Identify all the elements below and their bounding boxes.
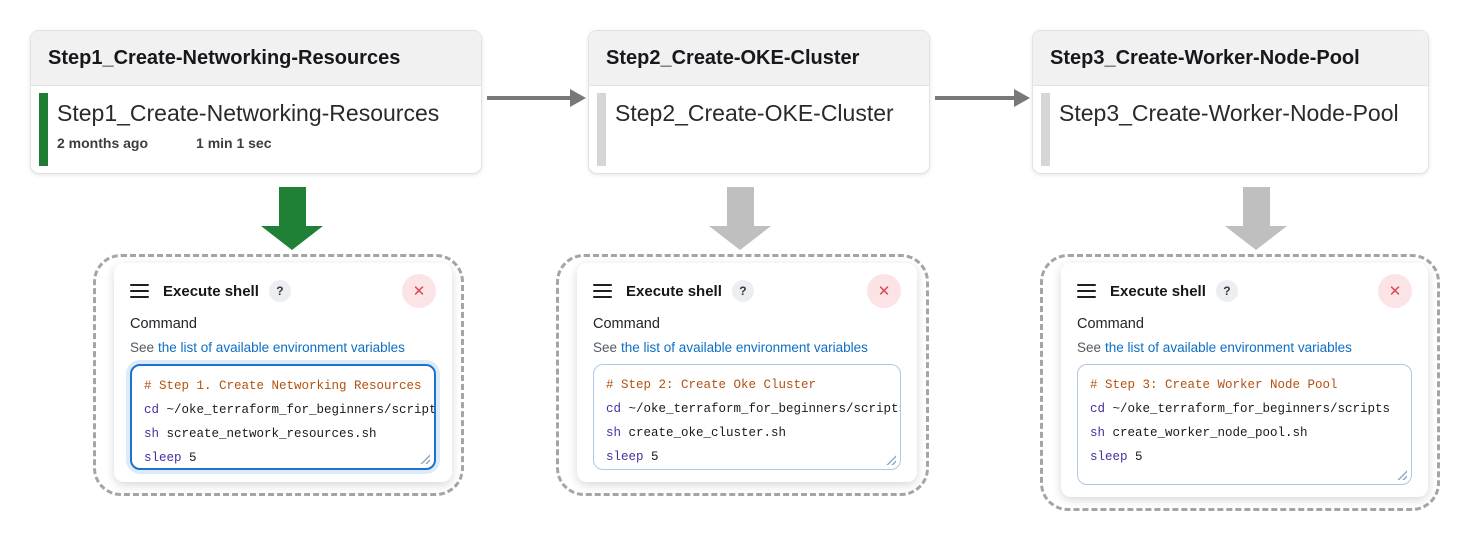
delete-step-button[interactable]: ✕	[867, 274, 901, 308]
down-arrow-gray-icon	[1225, 187, 1287, 250]
code-keyword: sleep	[606, 450, 644, 464]
command-label: Command	[593, 316, 660, 332]
code-comment: # Step 1. Create Networking Resources	[144, 379, 422, 393]
run-status-bar-pending	[1041, 93, 1050, 166]
see-text: See	[593, 340, 618, 355]
command-label: Command	[1077, 316, 1144, 332]
run-status-bar-pending	[597, 93, 606, 166]
code-text: ~/oke_terraform_for_beginners/scripts	[159, 403, 436, 417]
delete-step-button[interactable]: ✕	[402, 274, 436, 308]
stage-run-cell[interactable]: Step1_Create-Networking-Resources 2 mont…	[31, 86, 481, 173]
stage-run-title: Step2_Create-OKE-Cluster	[615, 100, 894, 126]
code-keyword: cd	[144, 403, 160, 417]
code-text: ~/oke_terraform_for_beginners/scripts	[621, 402, 901, 416]
code-keyword: cd	[1090, 402, 1106, 416]
resize-handle-icon[interactable]	[1396, 469, 1407, 480]
code-keyword: cd	[606, 402, 622, 416]
flow-arrow-right-icon	[935, 89, 1030, 107]
code-comment: # Step 3: Create Worker Node Pool	[1090, 378, 1338, 392]
step-title: Execute shell	[626, 282, 722, 300]
flow-arrow-right-icon	[487, 89, 586, 107]
command-textarea[interactable]: # Step 3: Create Worker Node Pool cd ~/o…	[1077, 364, 1412, 485]
code-keyword: sh	[1090, 426, 1106, 440]
code-text: 5	[1127, 450, 1143, 464]
run-duration: 1 min 1 sec	[196, 135, 272, 151]
down-arrow-gray-icon	[709, 187, 771, 250]
stage-card-step1[interactable]: Step1_Create-Networking-Resources Step1_…	[30, 30, 482, 174]
drag-handle-icon[interactable]	[130, 283, 149, 299]
environment-variables-link[interactable]: the list of available environment variab…	[621, 340, 868, 355]
resize-handle-icon[interactable]	[885, 454, 896, 465]
code-text: 5	[643, 450, 659, 464]
stage-name-header: Step1_Create-Networking-Resources	[31, 31, 481, 86]
step-title: Execute shell	[163, 282, 259, 300]
code-text: screate_network_resources.sh	[159, 427, 377, 441]
stage-run-cell[interactable]: Step2_Create-OKE-Cluster	[589, 86, 929, 173]
stage-name-header: Step2_Create-OKE-Cluster	[589, 31, 929, 86]
help-icon[interactable]: ?	[1215, 280, 1238, 302]
drag-handle-icon[interactable]	[1077, 283, 1096, 299]
command-textarea[interactable]: # Step 1. Create Networking Resources cd…	[130, 364, 436, 470]
environment-variables-link[interactable]: the list of available environment variab…	[1105, 340, 1352, 355]
resize-handle-icon[interactable]	[419, 453, 430, 464]
stage-run-title: Step1_Create-Networking-Resources	[57, 100, 440, 126]
stage-card-step3[interactable]: Step3_Create-Worker-Node-Pool Step3_Crea…	[1032, 30, 1429, 174]
command-label: Command	[130, 316, 197, 332]
stage-run-title: Step3_Create-Worker-Node-Pool	[1059, 100, 1399, 126]
stage-run-cell[interactable]: Step3_Create-Worker-Node-Pool	[1033, 86, 1428, 173]
environment-variables-link[interactable]: the list of available environment variab…	[158, 340, 405, 355]
code-text: create_oke_cluster.sh	[621, 426, 787, 440]
code-keyword: sleep	[144, 451, 182, 465]
code-comment: # Step 2: Create Oke Cluster	[606, 378, 817, 392]
run-age: 2 months ago	[57, 135, 149, 151]
down-arrow-green-icon	[261, 187, 323, 250]
stage-name-header: Step3_Create-Worker-Node-Pool	[1033, 31, 1428, 86]
code-keyword: sh	[144, 427, 160, 441]
help-icon[interactable]: ?	[268, 280, 291, 302]
see-text: See	[130, 340, 155, 355]
run-status-bar-success	[39, 93, 48, 166]
code-text: ~/oke_terraform_for_beginners/scripts	[1105, 402, 1391, 416]
code-text: 5	[181, 451, 197, 465]
command-textarea[interactable]: # Step 2: Create Oke Cluster cd ~/oke_te…	[593, 364, 901, 470]
step-title: Execute shell	[1110, 282, 1206, 300]
delete-step-button[interactable]: ✕	[1378, 274, 1412, 308]
code-keyword: sleep	[1090, 450, 1128, 464]
drag-handle-icon[interactable]	[593, 283, 612, 299]
see-text: See	[1077, 340, 1102, 355]
stage-card-step2[interactable]: Step2_Create-OKE-Cluster Step2_Create-OK…	[588, 30, 930, 174]
code-keyword: sh	[606, 426, 622, 440]
code-text: create_worker_node_pool.sh	[1105, 426, 1308, 440]
help-icon[interactable]: ?	[731, 280, 754, 302]
